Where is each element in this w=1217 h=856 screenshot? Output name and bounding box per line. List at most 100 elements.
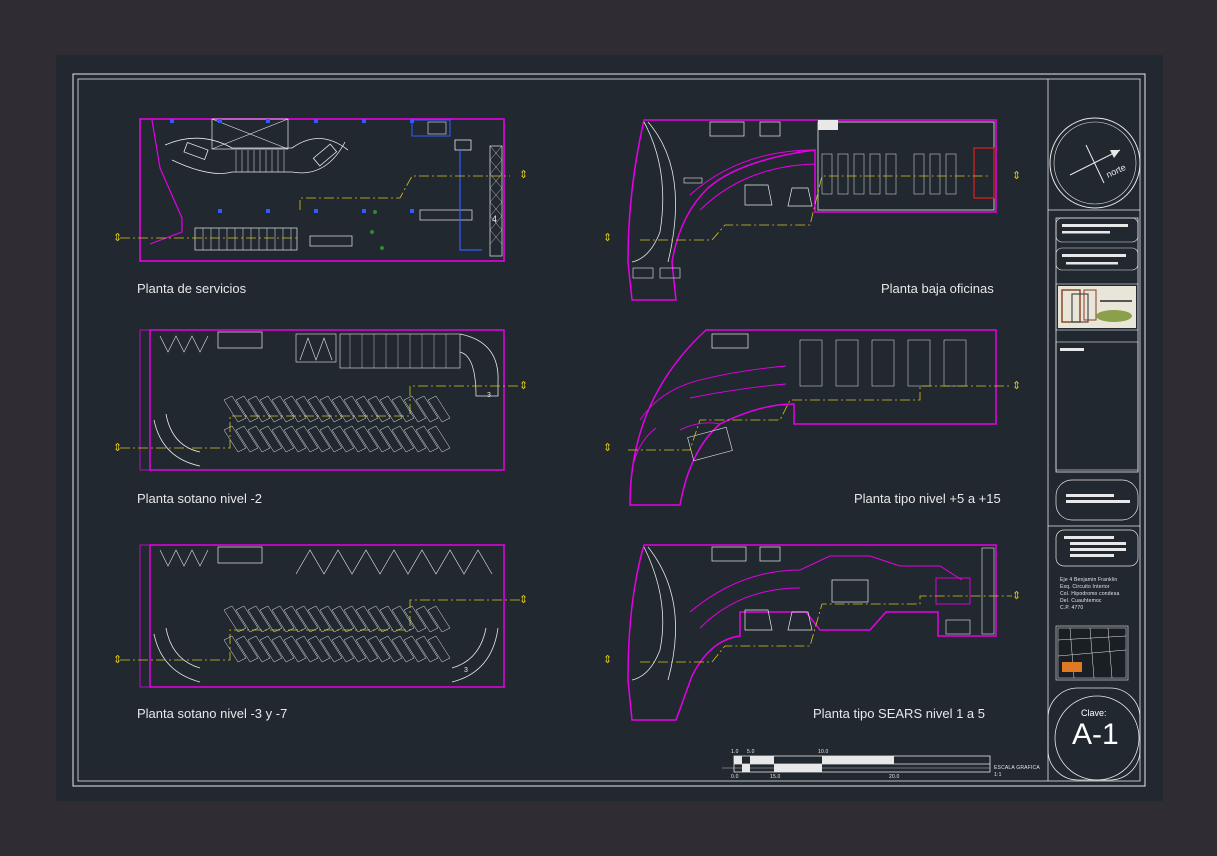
parking-stall	[307, 635, 331, 663]
plan-label-sotano-3-7: Planta sotano nivel -3 y -7	[137, 706, 288, 721]
parking-stall	[247, 395, 271, 423]
scale-tick-bottom: 20.0	[889, 774, 900, 780]
parking-stall	[415, 425, 439, 453]
parking-stall	[319, 635, 343, 663]
parking-stall	[259, 425, 283, 453]
parking-stall	[235, 605, 259, 633]
parking-stall	[247, 605, 271, 633]
parking-stall	[295, 605, 319, 633]
parking-stall	[391, 395, 415, 423]
plan-label-baja-oficinas: Planta baja oficinas	[881, 281, 994, 296]
clave-label: Clave:	[1081, 708, 1107, 718]
svg-text:⇕: ⇕	[519, 593, 528, 606]
parking-stall	[259, 395, 283, 423]
dimension-mark-4: 4	[492, 214, 497, 224]
parking-stall	[367, 425, 391, 453]
outer-border	[72, 73, 1146, 787]
svg-text:⇕: ⇕	[519, 379, 528, 392]
parking-stall	[403, 425, 427, 453]
parking-stall	[391, 605, 415, 633]
parking-stall	[295, 425, 319, 453]
plan-sotano-2: 3 ⇕ ⇕	[113, 329, 528, 471]
parking-stall	[331, 635, 355, 663]
svg-text:⇕: ⇕	[113, 653, 122, 666]
parking-stall	[235, 395, 259, 423]
parking-stall	[367, 395, 391, 423]
scale-tick-top: 5.0	[747, 749, 755, 755]
scale-tick-bottom: 15.0	[770, 774, 781, 780]
parking-stall	[379, 635, 403, 663]
parking-stall	[343, 605, 367, 633]
parking-stall	[259, 635, 283, 663]
address-line: Col. Hipodromo condesa	[1060, 591, 1120, 597]
parking-stall	[271, 395, 295, 423]
parking-stall	[355, 605, 379, 633]
svg-text:⇕: ⇕	[603, 231, 612, 244]
svg-text:⇕: ⇕	[519, 168, 528, 181]
inner-border	[77, 78, 1141, 782]
address-line: C.P. 4770	[1060, 605, 1084, 611]
parking-stall	[415, 605, 439, 633]
parking-stall	[271, 425, 295, 453]
north-arrow-icon	[1069, 144, 1121, 184]
parking-stall	[247, 425, 271, 453]
parking-stall	[379, 605, 403, 633]
parking-stall	[307, 605, 331, 633]
parking-stall	[331, 395, 355, 423]
address-line: Eje 4 Benjamin Franklin	[1060, 577, 1118, 583]
svg-text:⇕: ⇕	[113, 231, 122, 244]
parking-stall	[331, 425, 355, 453]
parking-stall	[427, 425, 451, 453]
svg-text:⇕: ⇕	[603, 441, 612, 454]
clave-value: A-1	[1072, 718, 1119, 751]
parking-stall	[283, 635, 307, 663]
parking-stall	[427, 395, 451, 423]
parking-stall	[319, 605, 343, 633]
north-label: norte	[1105, 162, 1128, 180]
parking-stall	[427, 605, 451, 633]
parking-stall	[355, 395, 379, 423]
plan-baja-oficinas: ⇕ ⇕	[603, 119, 1021, 301]
svg-text:⇕: ⇕	[1012, 379, 1021, 392]
scale-caption: ESCALA GRAFICA	[994, 765, 1040, 771]
parking-stall	[403, 635, 427, 663]
parking-stall	[307, 395, 331, 423]
parking-stall	[403, 605, 427, 633]
parking-stall	[283, 425, 307, 453]
dimension-mark-3b: 3	[464, 667, 468, 674]
parking-stall	[319, 425, 343, 453]
plan-label-tipo-sears: Planta tipo SEARS nivel 1 a 5	[813, 706, 985, 721]
plan-sotano-3-7: 3 ⇕ ⇕	[113, 544, 528, 688]
company-logo	[1061, 289, 1132, 323]
plan-label-servicios: Planta de servicios	[137, 281, 247, 296]
parking-stall	[223, 425, 247, 453]
parking-stall	[223, 395, 247, 423]
parking-stall	[343, 395, 367, 423]
plan-tipo-sears: ⇕ ⇕	[603, 544, 1021, 721]
parking-stalls	[223, 395, 451, 453]
parking-stall	[295, 395, 319, 423]
parking-stall	[283, 395, 307, 423]
parking-stall	[247, 635, 271, 663]
dimension-mark-3a: 3	[487, 392, 491, 399]
parking-stall	[379, 395, 403, 423]
parking-stall	[331, 605, 355, 633]
svg-text:⇕: ⇕	[1012, 589, 1021, 602]
parking-stall	[415, 395, 439, 423]
plan-tipo-5-15: ⇕ ⇕	[603, 329, 1021, 506]
parking-stall	[391, 425, 415, 453]
address-line: Esq. Circuito Interior	[1060, 584, 1110, 590]
svg-text:⇕: ⇕	[113, 441, 122, 454]
parking-stall	[259, 605, 283, 633]
scale-tick-bottom: 0.0	[731, 774, 739, 780]
parking-stall	[223, 635, 247, 663]
parking-stall	[379, 425, 403, 453]
parking-stall	[355, 425, 379, 453]
parking-stall	[283, 605, 307, 633]
svg-text:⇕: ⇕	[1012, 169, 1021, 182]
svg-text:⇕: ⇕	[603, 653, 612, 666]
parking-stall	[367, 605, 391, 633]
plan-servicios: 4 ⇕ ⇕	[113, 118, 528, 262]
